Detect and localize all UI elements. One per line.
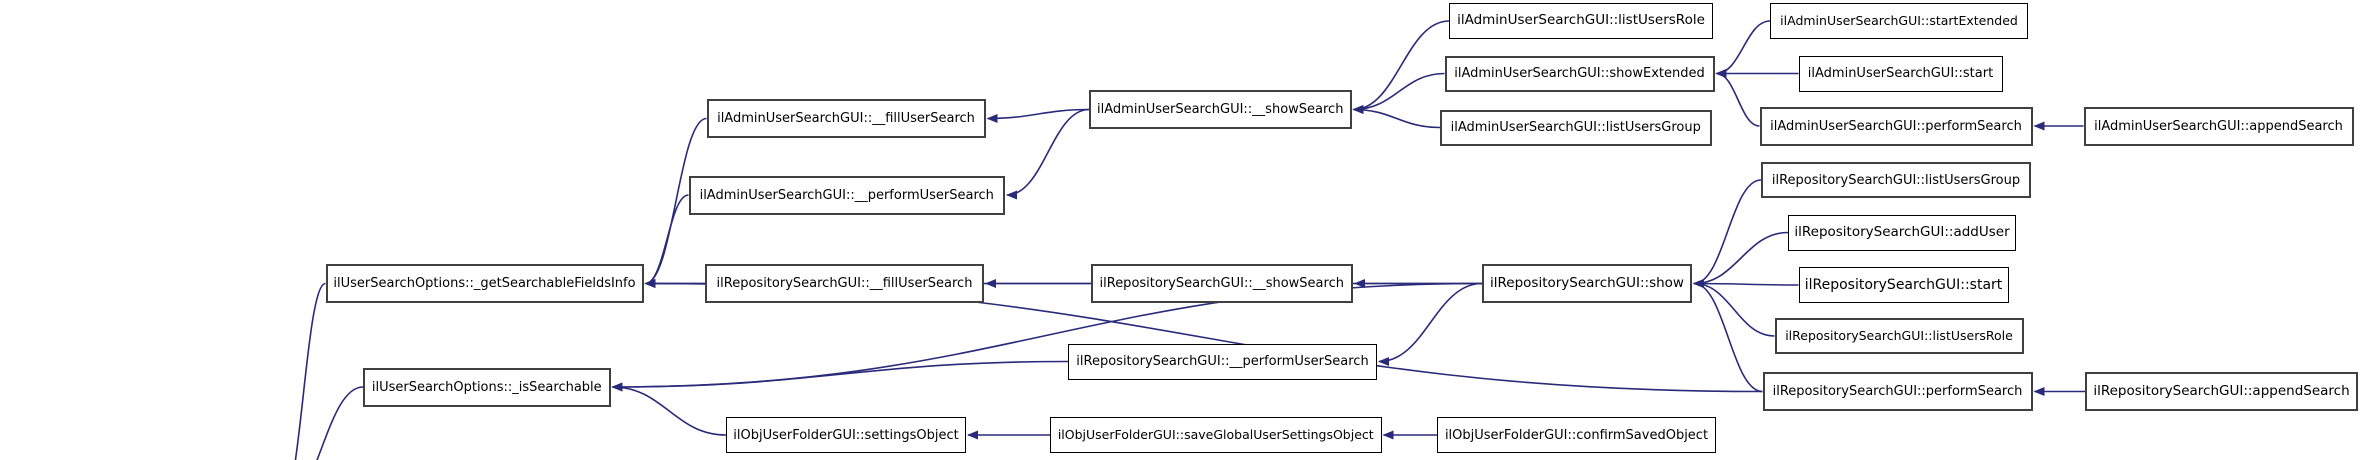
graph-node-label: ilRepositorySearchGUI::listUsersRole	[1785, 327, 2013, 343]
graph-node[interactable]: ilObjUserFolderGUI::settingsObject	[726, 417, 966, 453]
graph-node-label: ilObjUserFolderGUI::confirmSavedObject	[1444, 427, 1709, 443]
graph-node[interactable]: ilRepositorySearchGUI::__performUserSear…	[1068, 343, 1377, 380]
graph-edge	[1352, 72, 1445, 114]
graph-node[interactable]: ilAdminUserSearchGUI::listUsersGroup	[1440, 109, 1712, 146]
graph-node-label: ilAdminUserSearchGUI::listUsersRole	[1457, 12, 1705, 29]
graph-node-label: ilUserSearchOptions::_getSearchableField…	[333, 276, 636, 291]
graph-edge	[1352, 105, 1441, 129]
graph-edge	[1715, 20, 1771, 78]
graph-node[interactable]: ilAdminUserSearchGUI::startExtended	[1770, 3, 2028, 39]
graph-node-label: ilRepositorySearchGUI::appendSearch	[2093, 382, 2350, 399]
graph-node-label: ilAdminUserSearchGUI::performSearch	[1770, 118, 2022, 134]
graph-edge	[611, 382, 727, 436]
graph-node-label: ilRepositorySearchGUI::performSearch	[1772, 384, 2023, 399]
graph-node[interactable]: ilRepositorySearchGUI::performSearch	[1762, 372, 2033, 411]
graph-node-label: ilAdminUserSearchGUI::start	[1807, 66, 1994, 81]
graph-node[interactable]: ilRepositorySearchGUI::listUsersRole	[1774, 318, 2024, 354]
graph-node[interactable]: ilAdminUserSearchGUI::start	[1798, 55, 2003, 92]
graph-node[interactable]: ilAdminUserSearchGUI::performSearch	[1759, 106, 2033, 146]
graph-node-label: ilRepositorySearchGUI::__performUserSear…	[1076, 354, 1369, 369]
graph-node[interactable]: ilRepositorySearchGUI::listUsersGroup	[1761, 162, 2031, 198]
graph-edge	[1692, 279, 1763, 393]
graph-node-label: ilAdminUserSearchGUI::startExtended	[1780, 12, 2018, 28]
graph-node[interactable]: ilAdminUserSearchGUI::showExtended	[1444, 55, 1715, 92]
graph-edge	[644, 194, 689, 288]
graph-node[interactable]: ilAdminUserSearchGUI::listUsersRole	[1449, 3, 1713, 39]
graph-node[interactable]: ilRepositorySearchGUI::addUser	[1788, 214, 2016, 251]
graph-node[interactable]: ilAdminUserSearchGUI::__performUserSearc…	[688, 175, 1005, 215]
graph-node-label: ilObjUserFolderGUI::settingsObject	[733, 427, 959, 443]
graph-node[interactable]: ilAdminUserSearchGUI::__showSearch	[1089, 90, 1352, 129]
graph-node-label: ilAdminUserSearchGUI::__fillUserSearch	[717, 111, 975, 126]
graph-node-label: ilUserSearchOptions::_isSearchable	[371, 379, 602, 395]
graph-edge	[1692, 231, 1789, 288]
graph-node[interactable]: ilRepositorySearchGUI::__showSearch	[1090, 264, 1353, 303]
graph-node-label: ilAdminUserSearchGUI::__showSearch	[1097, 102, 1344, 117]
graph-node[interactable]: ilAdminUserSearchGUI::appendSearch	[2083, 106, 2354, 146]
graph-edge	[316, 386, 364, 460]
graph-edge	[294, 282, 326, 460]
graph-edge	[1692, 279, 1799, 288]
graph-edge	[1692, 279, 1775, 337]
graph-edge	[1377, 282, 1483, 366]
graph-node[interactable]: ilRepositorySearchGUI::appendSearch	[2085, 372, 2358, 411]
graph-edge	[1352, 20, 1450, 114]
graph-node-label: ilAdminUserSearchGUI::listUsersGroup	[1450, 120, 1701, 135]
graph-edge	[986, 108, 1090, 123]
graph-node-label: ilAdminUserSearchGUI::__performUserSearc…	[699, 187, 994, 203]
graph-node[interactable]: ilUserSearchOptions::_isSearchable	[363, 367, 611, 407]
graph-node[interactable]: ilObjUserFolderGUI::confirmSavedObject	[1437, 417, 1716, 453]
graph-node-label: ilRepositorySearchGUI::listUsersGroup	[1771, 172, 2021, 188]
graph-node-label: ilRepositorySearchGUI::addUser	[1794, 223, 2010, 240]
graph-node-label: ilRepositorySearchGUI::__showSearch	[1099, 276, 1344, 291]
graph-edge	[1715, 69, 1760, 127]
graph-node-label: ilRepositorySearchGUI::start	[1804, 277, 2003, 293]
graph-node[interactable]: ilAdminUserSearchGUI::__fillUserSearch	[706, 99, 986, 138]
graph-node[interactable]: ilRepositorySearchGUI::start	[1798, 267, 2009, 303]
graph-node-label: ilAdminUserSearchGUI::appendSearch	[2094, 118, 2343, 134]
graph-node-label: ilRepositorySearchGUI::show	[1490, 274, 1684, 291]
graph-node-label: ilObjUserFolderGUI::saveGlobalUserSettin…	[1057, 426, 1374, 442]
graph-node[interactable]: ilRepositorySearchGUI::show	[1482, 264, 1692, 303]
graph-edge	[1005, 108, 1090, 200]
graph-node[interactable]: ilObjUserFolderGUI::saveGlobalUserSettin…	[1050, 417, 1382, 453]
graph-node-label: ilAdminUserSearchGUI::showExtended	[1454, 66, 1705, 81]
graph-node[interactable]: ilRepositorySearchGUI::__fillUserSearch	[705, 264, 984, 303]
graph-edge	[611, 360, 1069, 392]
graph-edge	[1692, 179, 1762, 288]
graph-node[interactable]: ilUserSearchOptions::_getSearchableField…	[325, 264, 644, 303]
graph-node-label: ilRepositorySearchGUI::__fillUserSearch	[716, 276, 973, 291]
